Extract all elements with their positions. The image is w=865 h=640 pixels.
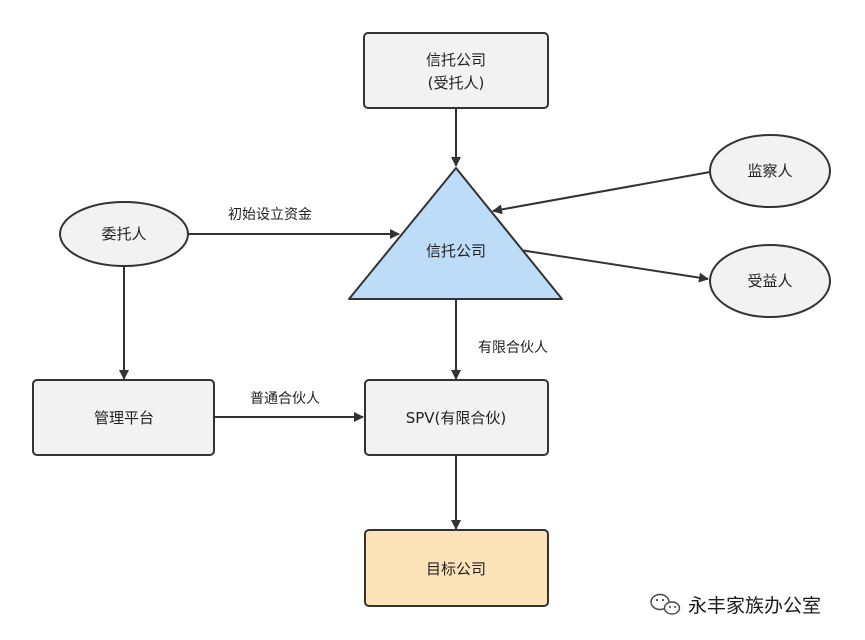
node-trust-company-center: 信托公司 xyxy=(348,167,563,300)
edge-label-initial-funding: 初始设立资金 xyxy=(228,206,312,223)
node-supervisor-label: 监察人 xyxy=(747,162,792,180)
watermark-text: 永丰家族办公室 xyxy=(688,595,821,617)
wechat-icon xyxy=(650,593,681,615)
node-settlor-label: 委托人 xyxy=(101,225,146,243)
edge-supervisor-to-center xyxy=(492,171,711,215)
node-trust-company-trustee: 信托公司 (受托人) xyxy=(363,32,549,109)
edge-label-limited-partner: 有限合伙人 xyxy=(478,340,548,356)
edge-center-to-beneficiary xyxy=(519,249,709,283)
node-beneficiary: 受益人 xyxy=(709,244,831,318)
node-trust-company-center-label: 信托公司 xyxy=(426,242,486,260)
node-spv-label: SPV(有限合伙) xyxy=(406,409,507,427)
node-spv: SPV(有限合伙) xyxy=(364,379,549,456)
node-management-platform-label: 管理平台 xyxy=(94,409,154,427)
node-beneficiary-label: 受益人 xyxy=(747,272,792,290)
node-supervisor: 监察人 xyxy=(709,134,831,208)
node-trust-company-trustee-line2: (受托人) xyxy=(428,74,485,92)
node-trust-company-trustee-line1: 信托公司 xyxy=(426,51,486,69)
node-settlor: 委托人 xyxy=(59,201,189,267)
node-target-company: 目标公司 xyxy=(364,529,549,607)
edge-label-general-partner: 普通合伙人 xyxy=(250,391,320,407)
node-management-platform: 管理平台 xyxy=(32,379,215,456)
watermark: 永丰家族办公室 xyxy=(650,593,821,617)
node-target-company-label: 目标公司 xyxy=(426,560,486,578)
